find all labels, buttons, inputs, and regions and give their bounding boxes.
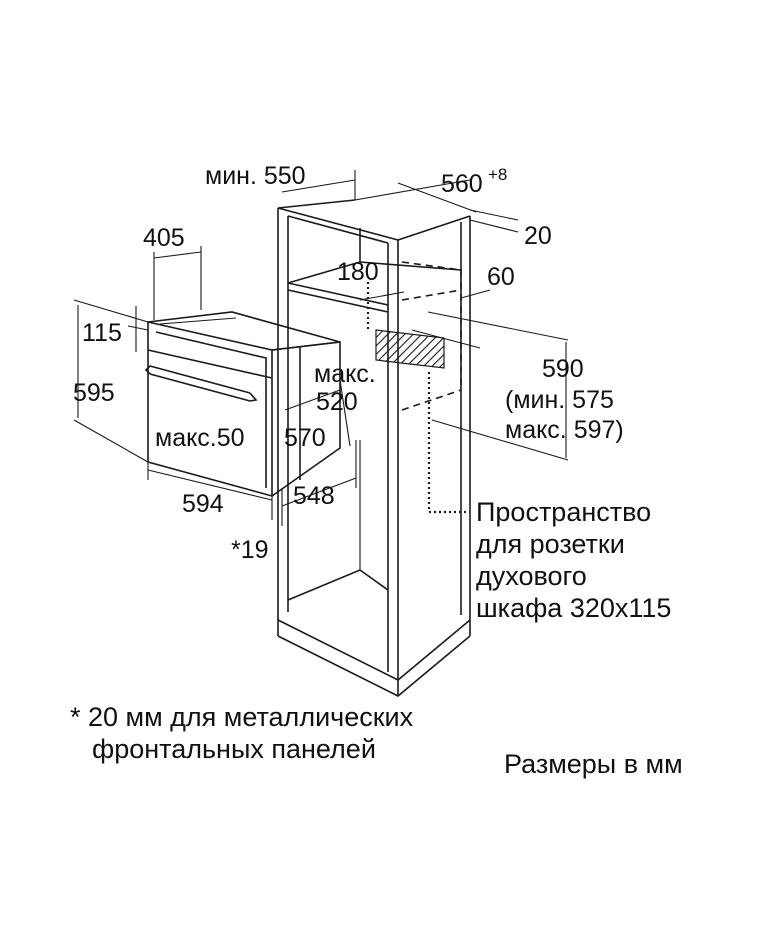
dim-180: 180: [337, 258, 379, 286]
dim-maks-597: макс. 597): [505, 416, 624, 444]
dim-20: 20: [524, 222, 552, 250]
dim-maks-50: макс.50: [155, 424, 245, 452]
dim-min-550: мин. 550: [205, 162, 306, 190]
dim-115: 115: [82, 319, 122, 347]
footnote: * 20 мм для металлических фронтальных па…: [70, 702, 414, 764]
socket-label-line-2: для розетки: [476, 529, 625, 559]
units-note: Размеры в мм: [504, 749, 683, 779]
dim-560-tolerance: +8: [488, 165, 507, 184]
cabinet: [277, 199, 471, 697]
socket-label-line-1: Пространство: [476, 497, 651, 527]
dim-548: 548: [293, 482, 335, 510]
dim-570: 570: [284, 424, 326, 452]
dim-405: 405: [143, 224, 185, 252]
dim-590: 590: [542, 355, 584, 383]
footnote-line-1: * 20 мм для металлических: [70, 702, 414, 732]
socket-leader: [427, 372, 470, 514]
dimension-lines: [73, 170, 569, 526]
dim-60: 60: [487, 263, 515, 291]
socket-label-line-4: шкафа 320x115: [476, 593, 671, 623]
dim-star-19: *19: [231, 536, 269, 564]
dim-maks: макс.: [314, 360, 376, 388]
dim-594: 594: [182, 490, 224, 518]
socket-label-line-3: духового: [476, 561, 587, 591]
dimension-labels: мин. 550 560 +8 20 405 180 60 115 595 ма…: [73, 162, 624, 564]
socket-label: Пространство для розетки духового шкафа …: [476, 497, 671, 623]
dim-520: 520: [316, 388, 358, 416]
dim-560: 560: [441, 170, 483, 198]
oven: [144, 311, 341, 498]
footnote-line-2: фронтальных панелей: [92, 734, 376, 764]
dim-595: 595: [73, 379, 115, 407]
socket-area-hatch: [375, 329, 445, 369]
dim-min-575: (мин. 575: [505, 386, 614, 414]
